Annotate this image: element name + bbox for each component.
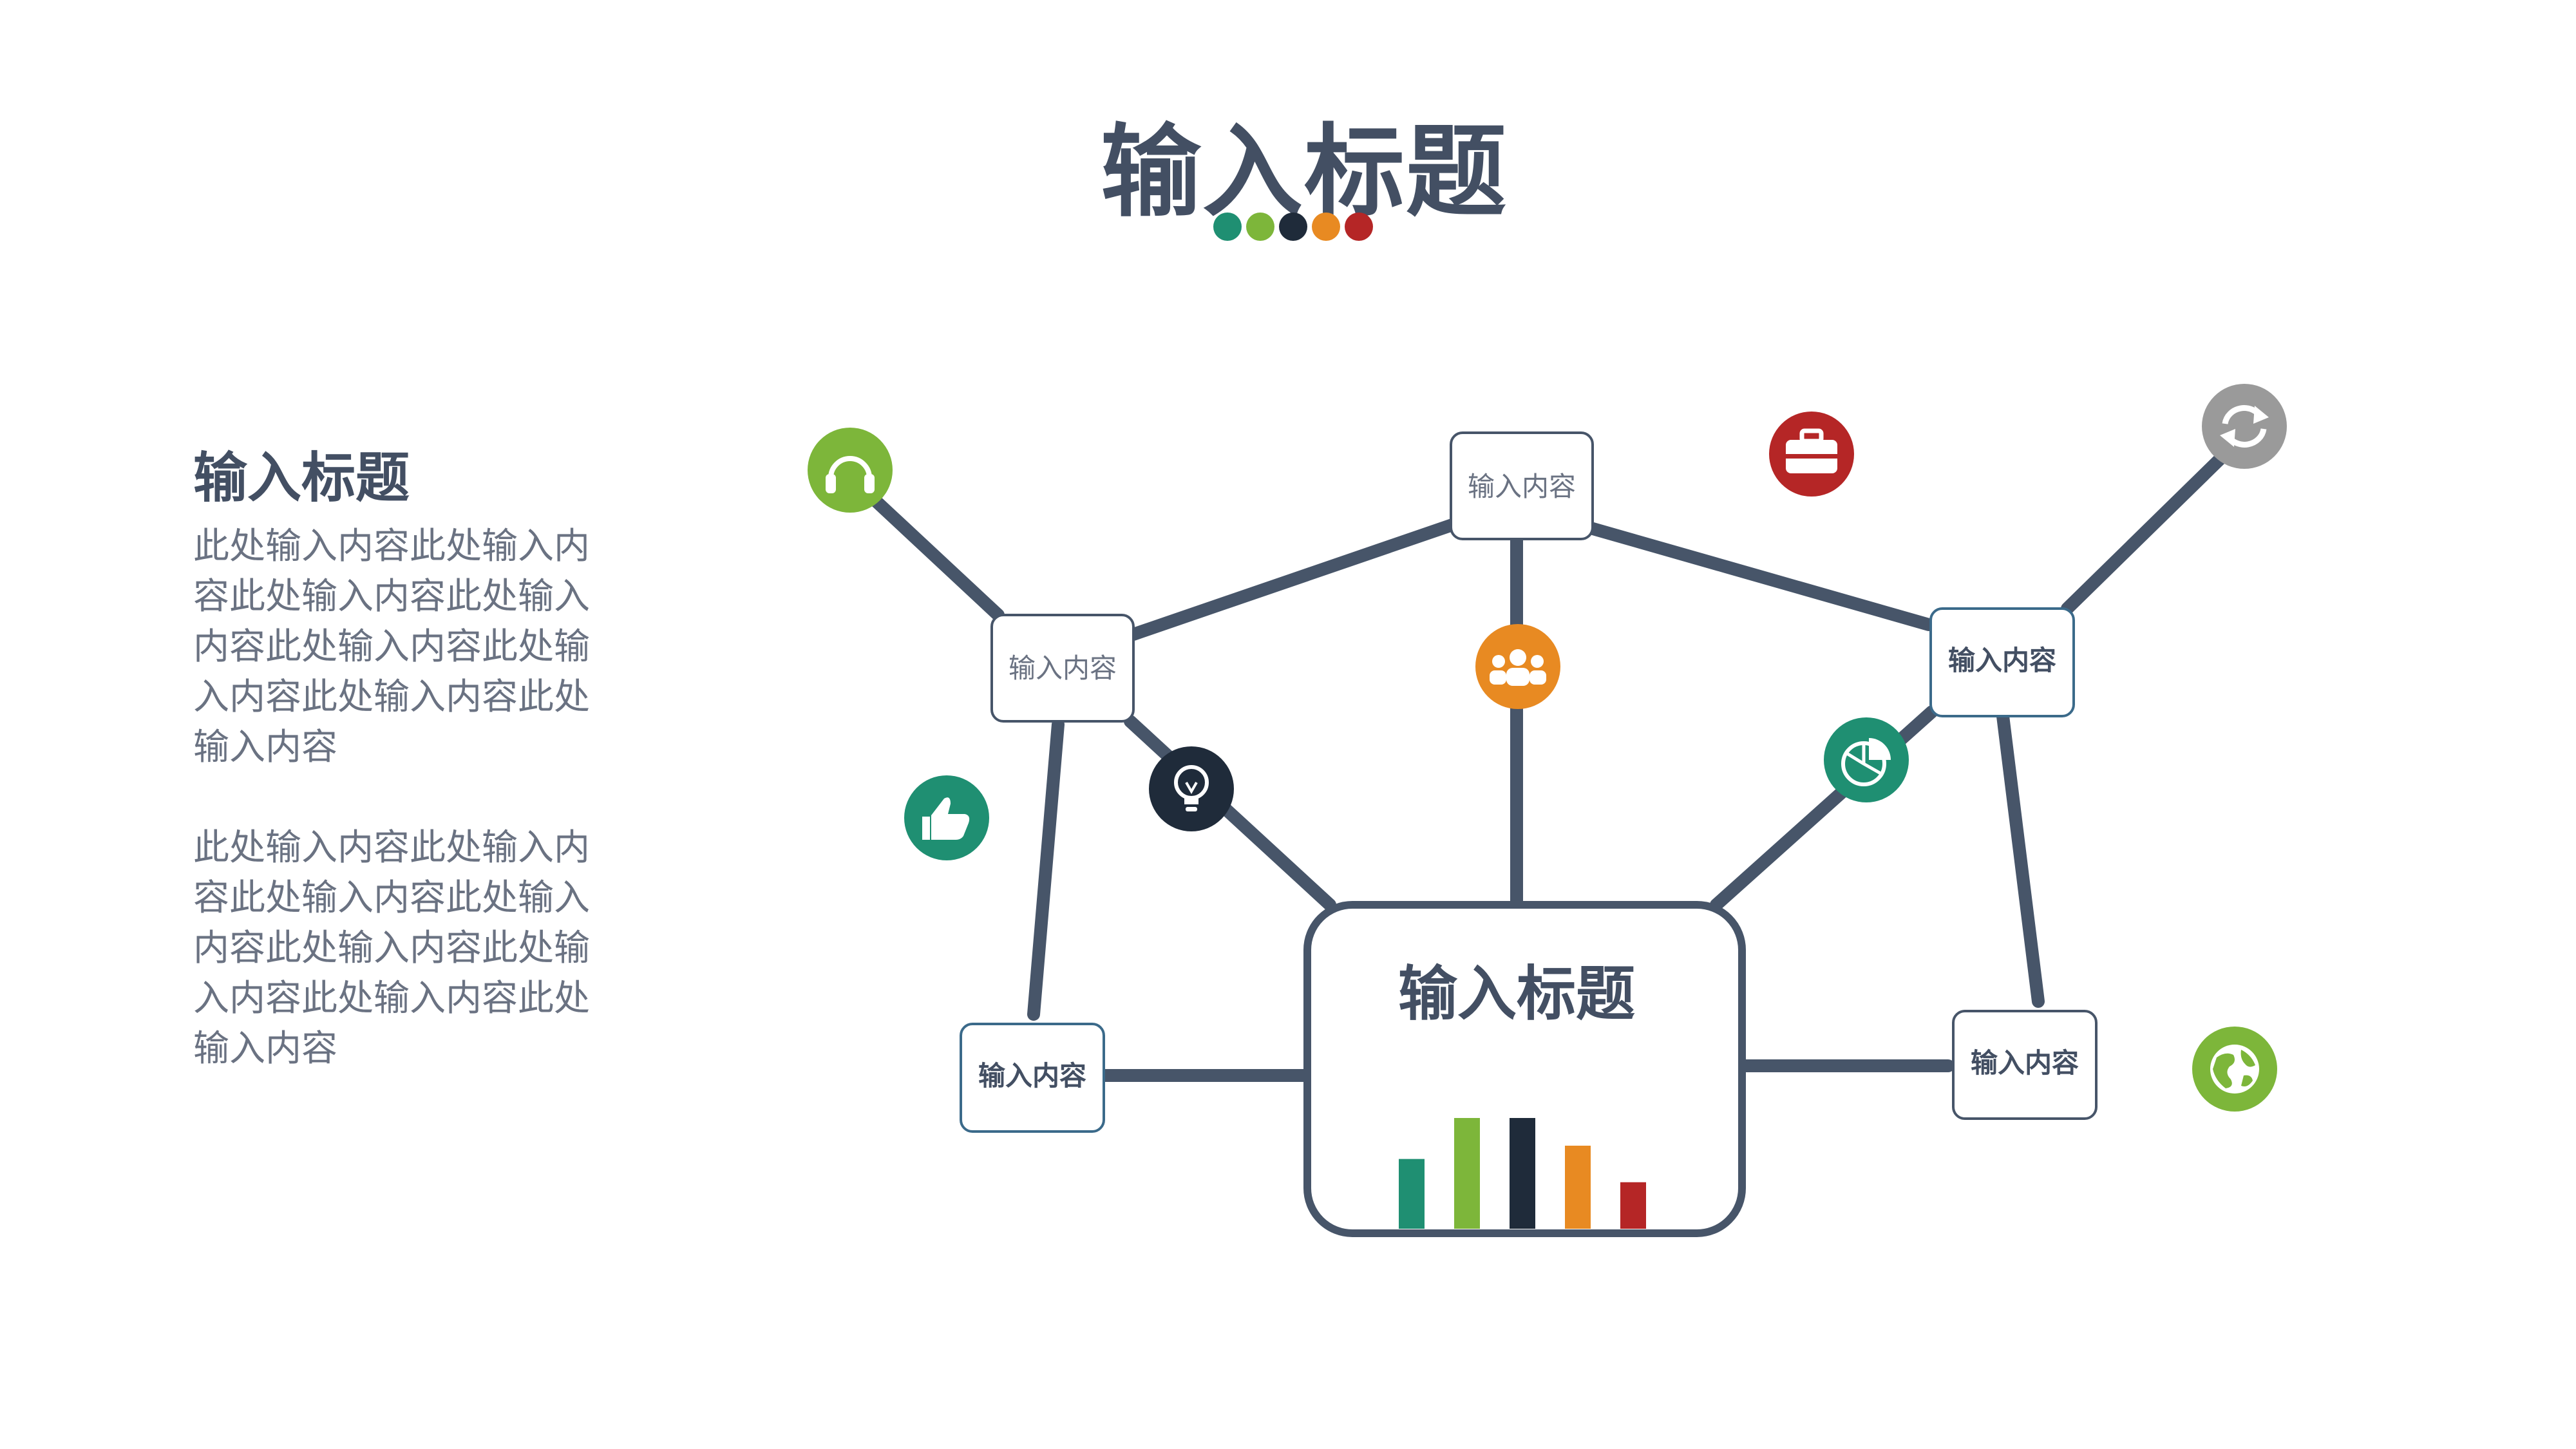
headphones-icon [808,428,893,513]
center-bar-3 [1510,1118,1535,1229]
pie-chart-icon [1824,717,1909,802]
title-dot-teal [1213,213,1242,241]
title-dot-orange [1312,213,1340,241]
content-node-right-lower[interactable]: 输入内容 [1952,1010,2098,1120]
content-node-top-label: 输入内容 [1468,471,1576,502]
side-panel: 输入标题 此处输入内容此处输入内容此处输入内容此处输入内容此处输入内容此处输入内… [193,435,618,1074]
page-title: 输入标题 [1101,113,1508,231]
center-bar-chart [1399,1118,1646,1229]
lightbulb-icon [1149,746,1234,831]
content-node-right-upper-label: 输入内容 [1948,645,2056,676]
title-dot-red [1345,213,1373,241]
side-paragraph-2: 此处输入内容此处输入内容此处输入内容此处输入内容此处输入内容此处输入内容此处输入… [193,827,590,1070]
center-node[interactable]: 输入标题 [1303,901,1746,1237]
connector-lines [850,451,2228,1082]
refresh-icon [2202,384,2287,469]
globe-icon [2192,1027,2277,1112]
content-node-left-upper-label: 输入内容 [1009,652,1117,684]
center-bar-2 [1454,1118,1480,1229]
content-node-left-lower-label: 输入内容 [978,1060,1086,1092]
content-node-left-upper[interactable]: 输入内容 [990,614,1135,723]
content-node-right-lower-label: 输入内容 [1971,1047,2079,1079]
connector-rightupper-rightlower [1996,710,2045,1008]
briefcase-icon [1769,412,1854,497]
connector-leftupper-center [1124,715,1336,911]
title-dots [1213,213,1381,245]
connector-top-rightupper [1584,522,1935,631]
title-dot-navy [1279,213,1307,241]
content-node-top[interactable]: 输入内容 [1450,431,1594,540]
connector-headphones-leftupper [850,477,1005,621]
side-paragraph-1: 此处输入内容此处输入内容此处输入内容此处输入内容此处输入内容此处输入内容此处输入… [193,526,590,768]
side-title: 输入标题 [193,446,410,509]
center-bar-1 [1399,1159,1425,1229]
center-bar-4 [1565,1146,1591,1229]
connector-leftupper-leftlower [1027,718,1065,1021]
center-bar-5 [1620,1182,1646,1229]
connector-leftupper-top [1127,518,1459,641]
title-dot-green [1246,213,1274,241]
connector-refresh-rightupper [2061,451,2228,615]
content-node-right-upper[interactable]: 输入内容 [1929,607,2075,717]
team-icon [1475,624,1560,709]
thumbs-up-icon [904,775,989,860]
center-node-title: 输入标题 [1398,960,1635,1028]
content-node-left-lower[interactable]: 输入内容 [960,1023,1105,1133]
